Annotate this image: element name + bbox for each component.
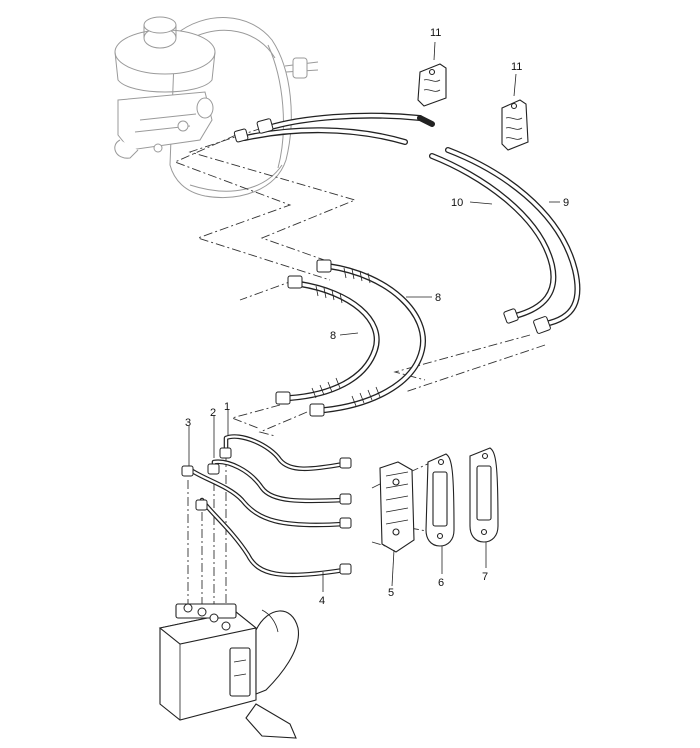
brake-line-9: [265, 112, 581, 327]
callout-5: 5: [388, 587, 394, 599]
callout-7: 7: [482, 571, 488, 583]
brake-hose-8-upper: [309, 259, 426, 417]
pipe-clip-11-right: [501, 99, 529, 151]
line-9-10-fittings: [233, 118, 551, 334]
gasket-6: [425, 453, 455, 547]
assembly-guide-lines: [173, 127, 546, 628]
pipe-clip-11-left: [417, 63, 447, 107]
callout-1: 1: [224, 401, 230, 413]
callout-9: 9: [563, 197, 569, 209]
callout-8-lower: 8: [330, 330, 336, 342]
callout-labels: 11 11 10 9 8 8 1 2 3 4 5 6 7: [185, 27, 569, 607]
leader-lines: [188, 41, 560, 592]
callout-11-left: 11: [430, 27, 441, 39]
callout-2: 2: [210, 407, 216, 419]
callout-4: 4: [319, 595, 325, 607]
abs-hydraulic-unit: [158, 603, 299, 739]
brake-hose-8-lower: [275, 275, 380, 405]
callout-6: 6: [438, 577, 444, 589]
connector-block-5: [379, 461, 415, 553]
callout-3: 3: [185, 417, 191, 429]
callout-11-right: 11: [511, 61, 522, 73]
master-cylinder-and-brake-booster: [114, 16, 319, 198]
callout-10: 10: [451, 197, 463, 209]
callout-8-upper: 8: [435, 292, 441, 304]
gasket-7: [469, 447, 499, 543]
brake-line-10: [242, 127, 557, 319]
brake-lines-1-to-4: [181, 434, 352, 578]
